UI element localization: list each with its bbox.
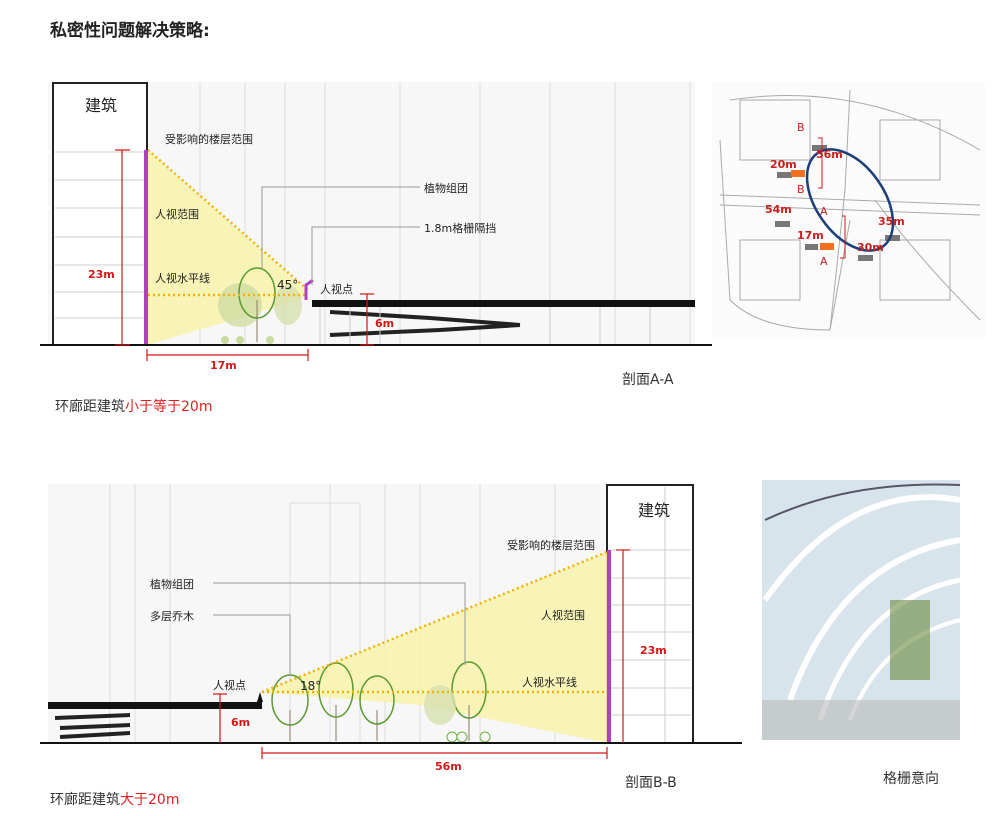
- map-label: A: [820, 255, 828, 268]
- caption-b-prefix: 环廊距建筑: [50, 792, 120, 808]
- dimension-lines-a: [115, 149, 374, 361]
- map-label: B: [797, 183, 805, 196]
- view-horizon-label-a: 人视水平线: [155, 272, 210, 285]
- view-point-label-b: 人视点: [213, 679, 246, 692]
- section-name-b: 剖面B-B: [625, 775, 677, 791]
- height-label-a: 23m: [88, 268, 115, 281]
- view-cone-b: [262, 552, 607, 743]
- affected-floors-bar-b: [607, 550, 611, 743]
- view-horizon-label-b: 人视水平线: [522, 676, 577, 689]
- corridor-columns-a: [319, 307, 651, 345]
- leader-lines-a: [261, 186, 420, 285]
- distance-label-b: 56m: [435, 760, 462, 773]
- grille-photo-tree: [890, 600, 930, 680]
- plant-group-label-a: 植物组团: [424, 182, 468, 195]
- caption-b: 环廊距建筑大于20m: [50, 789, 179, 809]
- screen-a: [304, 278, 314, 300]
- caption-a-highlight: 小于等于20m: [125, 399, 213, 415]
- map-label: 20m: [770, 158, 797, 171]
- angle-label-a: 45°: [277, 278, 299, 292]
- site-plan-highlight-buildings: [791, 170, 834, 250]
- corridor-ring-circle: [805, 148, 895, 252]
- map-label: 35m: [878, 215, 905, 228]
- section-cut-lines: [818, 137, 846, 259]
- angle-label-b: 18°: [300, 679, 322, 693]
- view-range-label-a: 人视范围: [155, 208, 199, 221]
- view-range-label-b: 人视范围: [541, 609, 585, 622]
- screen-label-a: 1.8m格栅隔挡: [424, 222, 497, 235]
- leader-lines-b: [213, 582, 466, 676]
- affected-floors-label-b: 受影响的楼层范围: [507, 539, 595, 552]
- corridor-height-label-b: 6m: [231, 716, 251, 729]
- photo-caption: 格栅意向: [883, 771, 939, 787]
- map-label: A: [820, 205, 828, 218]
- building-b: [606, 484, 694, 744]
- sightline-a: [147, 149, 309, 291]
- map-label: 56m: [816, 148, 843, 161]
- corridor-ramp-a: [329, 310, 521, 337]
- site-plan-roads: [719, 89, 981, 331]
- corridor-a: [312, 300, 695, 307]
- caption-b-highlight: 大于20m: [120, 792, 180, 808]
- map-label: B: [797, 121, 805, 134]
- trees-label-b: 多层乔木: [150, 610, 194, 623]
- distance-label-a: 17m: [210, 359, 237, 372]
- grille-photo-ground: [762, 700, 960, 740]
- page-title: 私密性问题解决策略:: [50, 21, 210, 41]
- section-name-a: 剖面A-A: [622, 372, 674, 388]
- dimension-lines-b: [213, 549, 630, 759]
- corridor-b: [48, 702, 262, 709]
- caption-a-prefix: 环廊距建筑: [55, 399, 125, 415]
- map-label: 30m: [857, 241, 884, 254]
- caption-a: 环廊距建筑小于等于20m: [55, 396, 212, 416]
- affected-floors-bar-a: [144, 150, 148, 345]
- site-plan-buildings: [775, 145, 900, 261]
- building-a: [52, 82, 148, 346]
- viewpoint-marker-b: [257, 692, 263, 702]
- corridor-height-label-a: 6m: [375, 317, 395, 330]
- map-label: 17m: [797, 229, 824, 242]
- building-label-a: 建筑: [85, 96, 118, 115]
- sightline-b: [261, 550, 608, 694]
- view-point-label-a: 人视点: [320, 283, 353, 296]
- map-label: 54m: [765, 203, 792, 216]
- height-label-b: 23m: [640, 644, 667, 657]
- affected-floors-label-a: 受影响的楼层范围: [165, 133, 253, 146]
- building-label-b: 建筑: [638, 501, 671, 520]
- building-a-floors: [55, 151, 145, 319]
- plant-group-label-b: 植物组团: [150, 578, 194, 591]
- corridor-ramp-b: [54, 713, 131, 739]
